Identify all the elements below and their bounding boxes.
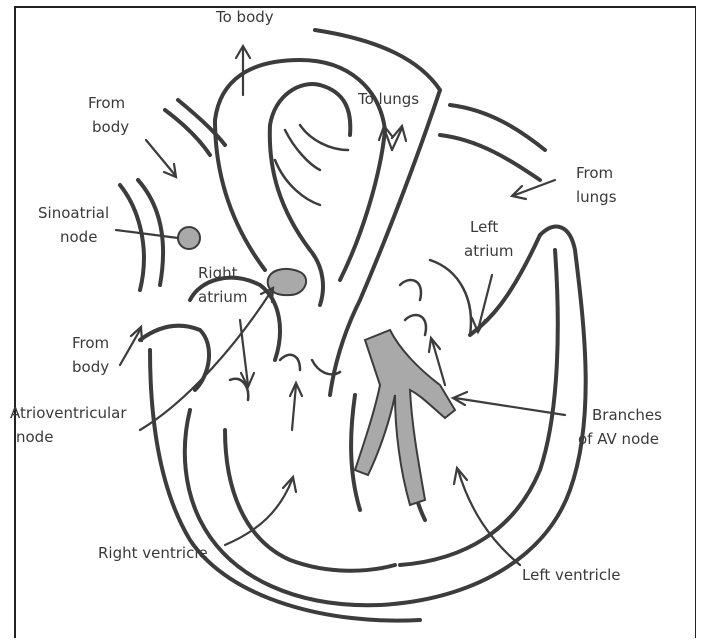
arrow-sa-pointer [116, 230, 178, 238]
label-sa-node-2: node [60, 228, 97, 246]
label-from-body-top-2: body [92, 118, 129, 136]
label-right-ventricle: Right ventricle [98, 544, 208, 562]
label-branches-1: Branches [592, 406, 662, 424]
pulm-vein-top [450, 105, 545, 150]
label-to-lungs: To lungs [357, 90, 419, 108]
tricuspid-valve-2 [280, 355, 300, 370]
mitral-valve-2 [405, 315, 426, 335]
heart-structure [120, 30, 586, 621]
label-left-atrium-1: Left [470, 218, 498, 236]
mitral-valve-1 [400, 280, 421, 300]
label-left-atrium-2: atrium [464, 242, 514, 260]
label-left-ventricle: Left ventricle [522, 566, 620, 584]
arrow-from-body-top [146, 140, 175, 175]
label-right-atrium-1: Right [198, 264, 238, 282]
label-sa-node-1: Sinoatrial [38, 204, 109, 222]
aorta-branch-2 [300, 125, 348, 150]
aorta-inner [270, 84, 350, 135]
septum-left [351, 395, 360, 510]
arrow-from-body-bottom [120, 330, 140, 365]
label-from-body-bottom-1: From [72, 334, 109, 352]
sinoatrial-node [178, 227, 200, 249]
arrow-branches-pointer [455, 398, 565, 415]
top-arch [315, 30, 440, 90]
label-branches-2: of AV node [578, 430, 659, 448]
label-from-body-top-1: From [88, 94, 125, 112]
label-from-lungs-2: lungs [576, 188, 617, 206]
la-wall [430, 260, 471, 335]
sa-wall-1 [120, 185, 144, 290]
label-av-node-2: node [16, 428, 53, 446]
vena-cava-top-1 [165, 110, 210, 155]
arrow-av-pointer [140, 290, 272, 430]
label-to-body: To body [215, 8, 274, 26]
aorta-branch-1 [285, 130, 320, 170]
label-right-atrium-2: atrium [198, 288, 248, 306]
label-from-lungs-1: From [576, 164, 613, 182]
label-av-node-1: Atrioventricular [10, 404, 127, 422]
pulm-vein-bot [440, 135, 540, 180]
label-from-body-bottom-2: body [72, 358, 109, 376]
av-bundle-branches [355, 330, 455, 505]
